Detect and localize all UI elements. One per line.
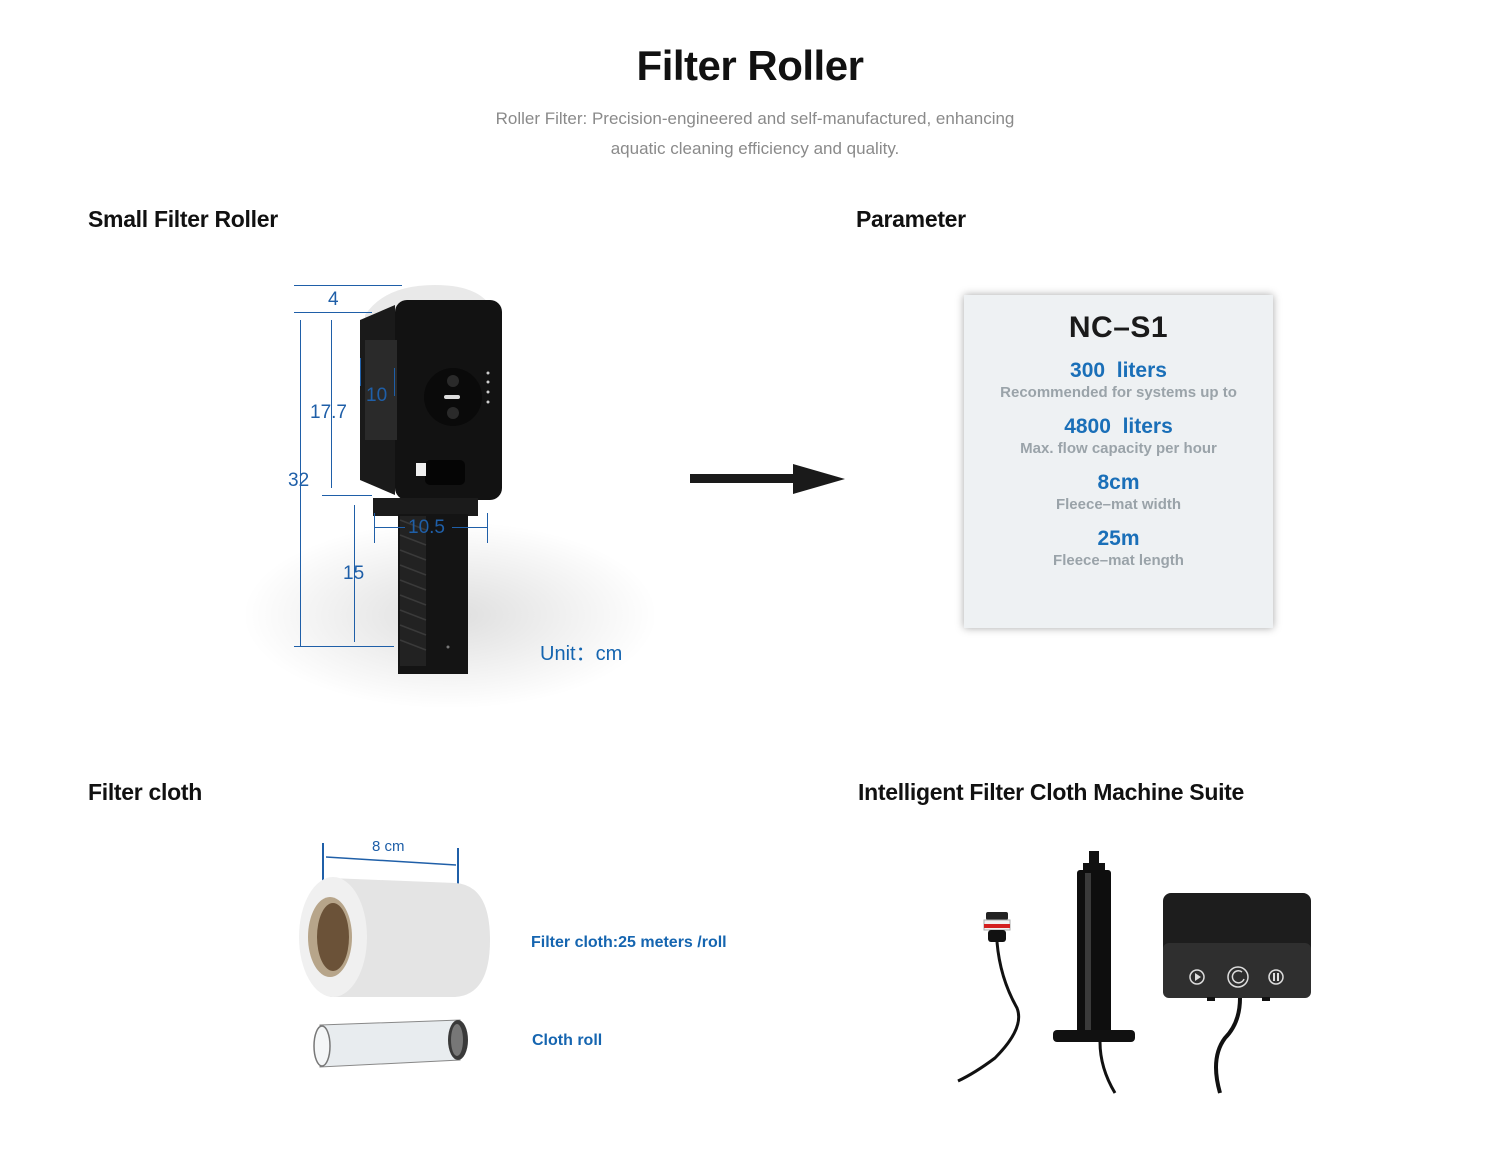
filter-cloth-heading: Filter cloth	[88, 779, 202, 805]
subtitle-line-2: aquatic cleaning efficiency and quality.	[610, 139, 900, 158]
dim-line	[354, 505, 355, 642]
subtitle-line-1: Roller Filter: Precision-engineered and …	[495, 109, 1015, 128]
dim-line	[322, 495, 372, 496]
param-item: 300 liters Recommended for systems up to	[964, 359, 1273, 401]
param-value: 25m	[1097, 527, 1140, 550]
filter-cloth-roll-image	[299, 877, 490, 997]
param-item: 4800 liters Max. flow capacity per hour	[964, 415, 1273, 457]
machine-suite-image	[957, 851, 1311, 1094]
dim-total-height: 32	[288, 470, 310, 491]
filter-roller-image	[360, 285, 502, 674]
dim-side-width: 10	[366, 385, 388, 406]
machine-suite-heading: Intelligent Filter Cloth Machine Suite	[858, 779, 1245, 805]
page-subtitle: Roller Filter: Precision-engineered and …	[470, 104, 1040, 164]
unit-label: Unit：cm	[540, 643, 623, 665]
filter-roller-diagram: 4 32 17.7 15 10 10.5	[220, 270, 700, 720]
dim-base-width: 10.5	[408, 517, 445, 538]
controller-box	[1163, 893, 1311, 1094]
dim-line	[394, 368, 395, 396]
param-label: Max. flow capacity per hour	[1020, 440, 1217, 457]
dim-line	[322, 843, 324, 883]
dim-lower-height: 15	[343, 563, 365, 584]
dim-line	[487, 513, 488, 543]
dim-line	[452, 527, 487, 528]
dim-line	[326, 856, 456, 866]
play-icon	[1189, 969, 1205, 985]
param-value: 8cm	[1097, 471, 1140, 494]
param-label: Recommended for systems up to	[1000, 384, 1237, 401]
dim-top-depth: 4	[328, 289, 339, 310]
param-item: 25m Fleece–mat length	[964, 527, 1273, 569]
dim-line	[374, 513, 375, 543]
roller-spindle	[1053, 851, 1135, 1094]
filter-cloth-diagram: 8 cm	[290, 835, 750, 1085]
cloth-roll-tube-image	[313, 1019, 468, 1068]
refresh-icon	[1227, 966, 1249, 988]
right-arrow-icon	[690, 464, 845, 494]
filter-cloth-caption: Filter cloth:25 meters /roll	[531, 934, 727, 951]
cloth-roll-caption: Cloth roll	[532, 1032, 603, 1049]
dim-line	[375, 527, 405, 528]
dim-line	[300, 320, 301, 647]
dim-upper-height: 17.7	[310, 402, 347, 423]
param-value: 300 liters	[1070, 359, 1167, 382]
param-label: Fleece–mat width	[1055, 496, 1182, 513]
dim-line	[294, 646, 394, 647]
page-title: Filter Roller	[636, 42, 864, 89]
dim-line	[457, 848, 459, 888]
small-filter-roller-heading: Small Filter Roller	[88, 206, 278, 232]
dim-line	[294, 312, 372, 313]
param-value: 4800 liters	[1064, 415, 1173, 438]
cloth-width-label: 8 cm	[372, 838, 405, 855]
dim-line	[294, 285, 402, 286]
dim-line	[360, 358, 361, 386]
float-sensor	[957, 912, 1021, 1083]
param-label: Fleece–mat length	[1053, 552, 1184, 569]
model-name: NC–S1	[1068, 311, 1169, 344]
parameter-heading: Parameter	[856, 206, 966, 232]
dim-line	[331, 320, 332, 488]
pause-icon	[1268, 969, 1284, 985]
parameter-card: NC–S1 300 liters Recommended for systems…	[964, 295, 1273, 628]
param-item: 8cm Fleece–mat width	[964, 471, 1273, 513]
